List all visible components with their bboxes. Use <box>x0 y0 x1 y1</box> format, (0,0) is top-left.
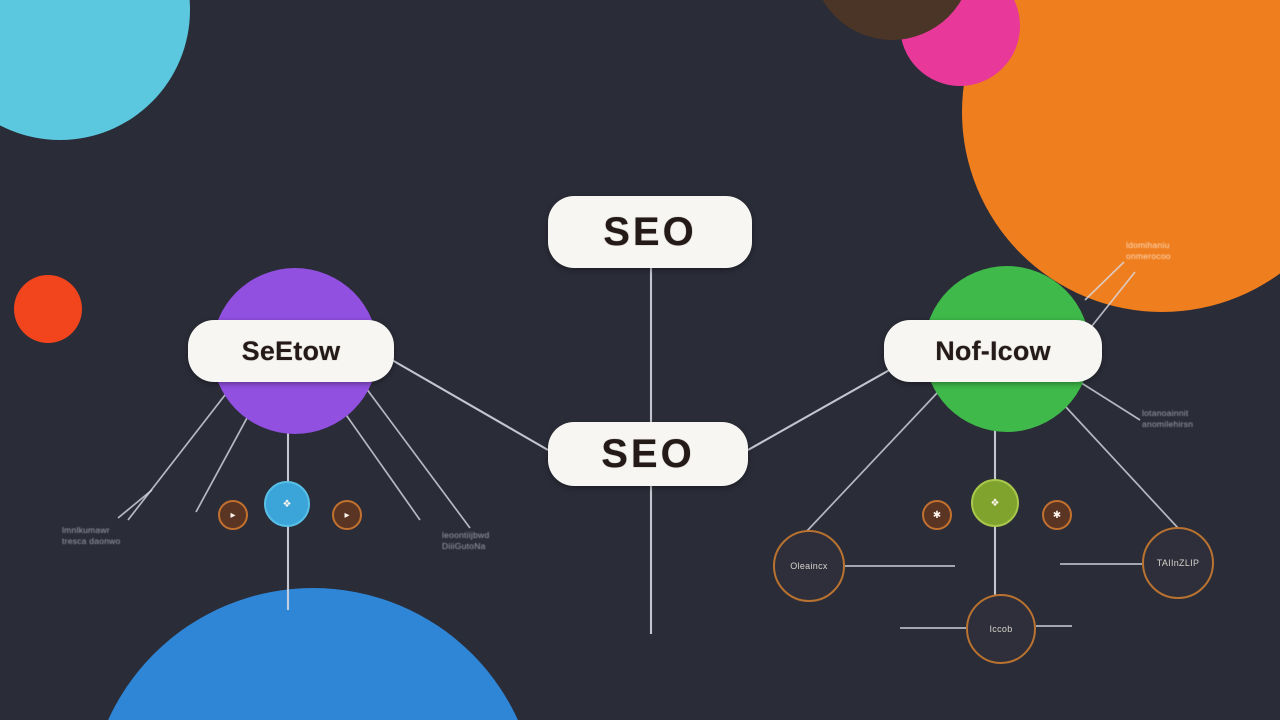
link-left-spoke-far-left <box>127 385 233 521</box>
chip-right-center-glyph-icon: ❖ <box>990 497 1000 509</box>
chip-left-center[interactable]: ❖ <box>264 481 310 527</box>
link-left-spoke-far-right <box>359 379 471 529</box>
chip-right-outer-a[interactable]: ✱ <box>922 500 952 530</box>
branch-node-right-label: Nof-Icow <box>935 335 1051 366</box>
leader-caption-right-top <box>1084 261 1125 301</box>
bubble-right-bottom-label: Iccob <box>989 624 1013 634</box>
chip-right-outer-b[interactable]: ✱ <box>1042 500 1072 530</box>
bubble-right-left-label: Oleaincx <box>790 561 828 571</box>
link-center-to-left-branch <box>391 359 549 451</box>
chip-left-outer-a[interactable]: ▸ <box>218 500 248 530</box>
orange-red-circle-left <box>14 275 82 343</box>
chip-left-outer-b[interactable]: ▸ <box>332 500 362 530</box>
bubble-right-right[interactable]: TAIInZLIP <box>1142 527 1214 599</box>
chip-left-center-glyph-icon: ❖ <box>282 498 292 510</box>
bubble-right-bottom[interactable]: Iccob <box>966 594 1036 664</box>
link-right-spoke-far-left <box>805 391 939 533</box>
chip-right-outer-a-glyph-icon: ✱ <box>932 509 942 521</box>
chip-left-outer-a-glyph-icon: ▸ <box>230 509 236 521</box>
bubble-right-right-label: TAIInZLIP <box>1156 558 1200 568</box>
center-node-seo-label: SEO <box>601 431 695 476</box>
chip-right-outer-b-glyph-icon: ✱ <box>1052 509 1062 521</box>
branch-node-right[interactable]: Nof-Icow <box>884 320 1102 382</box>
link-center-to-right-branch <box>747 363 901 451</box>
branch-node-left[interactable]: SeEtow <box>188 320 394 382</box>
link-right-spoke-far-right <box>1051 391 1179 529</box>
chip-right-center[interactable]: ❖ <box>971 479 1019 527</box>
root-node-seo[interactable]: SEO <box>548 196 752 268</box>
center-node-seo[interactable]: SEO <box>548 422 748 486</box>
root-node-seo-label: SEO <box>603 209 697 254</box>
bubble-right-left[interactable]: Oleaincx <box>773 530 845 602</box>
leader-caption-left-outer <box>117 489 153 519</box>
branch-node-left-label: SeEtow <box>241 335 341 366</box>
chip-left-outer-b-glyph-icon: ▸ <box>344 509 350 521</box>
